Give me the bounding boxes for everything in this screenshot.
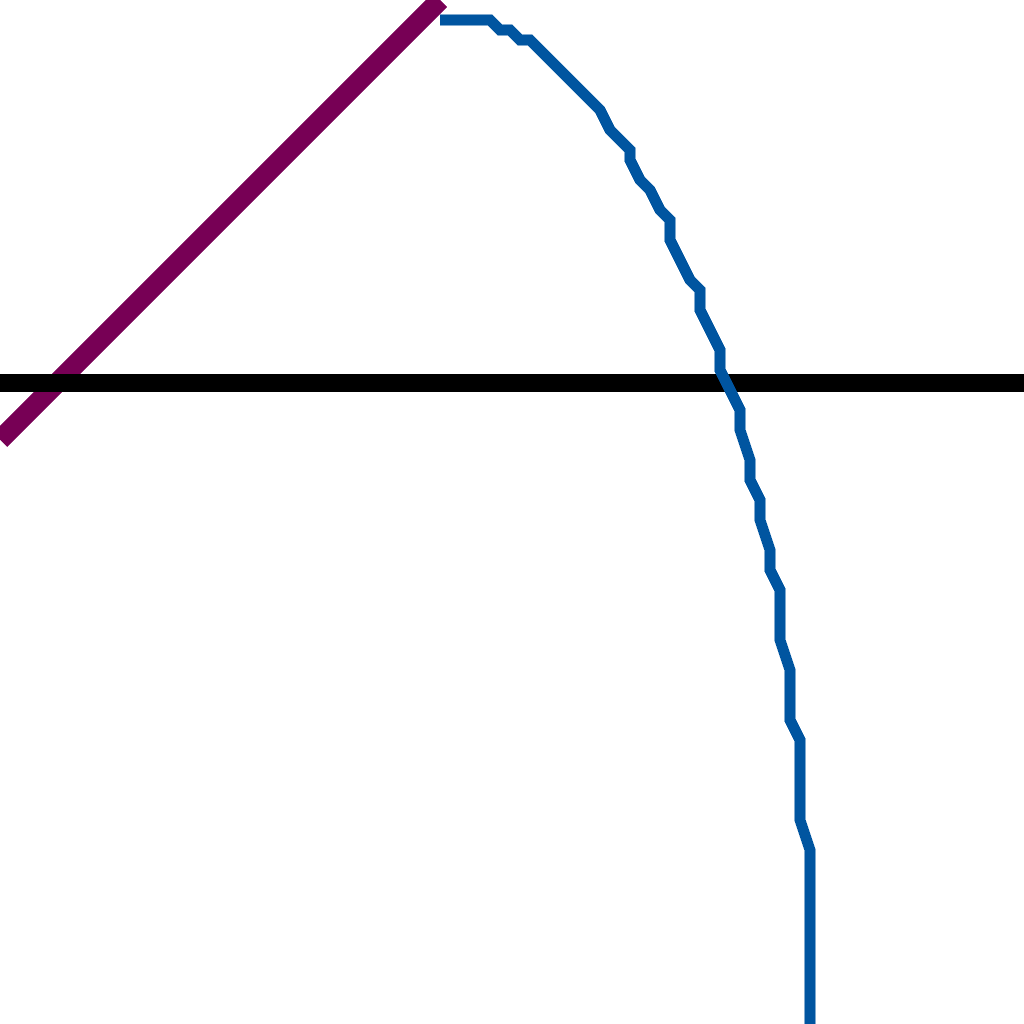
arc-curve bbox=[440, 14, 816, 1024]
horizontal-line bbox=[0, 374, 1024, 392]
diagonal-line bbox=[0, 0, 448, 448]
